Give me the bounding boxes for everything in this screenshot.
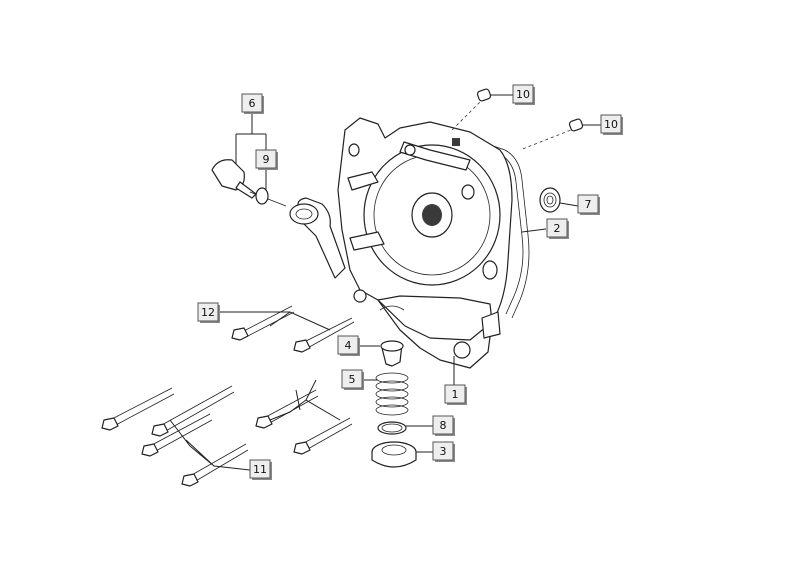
callout-11: 11 xyxy=(249,459,272,480)
callout-1: 1 xyxy=(444,384,467,405)
callout-9: 9 xyxy=(255,149,278,170)
callout-10-top-text: 10 xyxy=(516,88,530,101)
callout-1-text: 1 xyxy=(452,388,459,401)
callout-7-text: 7 xyxy=(585,198,592,211)
oil-strainer xyxy=(380,340,404,367)
callout-10-right: 10 xyxy=(600,114,623,135)
callout-10-top: 10 xyxy=(512,84,535,105)
crankcase-cover xyxy=(289,117,530,369)
callout-2: 2 xyxy=(546,218,569,239)
callout-9-text: 9 xyxy=(263,153,270,166)
o-ring xyxy=(377,421,407,435)
callout-12-text: 12 xyxy=(201,306,215,319)
dowel-pin-right xyxy=(568,118,584,132)
callout-10-right-text: 10 xyxy=(604,118,618,131)
callout-7: 7 xyxy=(577,194,600,215)
callout-3: 3 xyxy=(432,441,455,462)
drain-plug xyxy=(371,441,417,468)
callout-4-text: 4 xyxy=(345,339,352,352)
callout-4: 4 xyxy=(337,335,360,356)
callout-11-text: 11 xyxy=(253,463,267,476)
callout-2-text: 2 xyxy=(554,222,561,235)
callout-3-text: 3 xyxy=(440,445,447,458)
bolt-set xyxy=(101,305,355,487)
callout-5-text: 5 xyxy=(349,373,356,386)
callout-6: 6 xyxy=(241,93,264,114)
callout-6-text: 6 xyxy=(249,97,256,110)
oil-seal xyxy=(539,187,561,213)
callout-8: 8 xyxy=(432,415,455,436)
dowel-pin-top xyxy=(476,88,492,102)
callout-8-text: 8 xyxy=(440,419,447,432)
oil-dipstick xyxy=(211,159,287,207)
callout-12: 12 xyxy=(197,302,220,323)
callout-5: 5 xyxy=(341,369,364,390)
spring xyxy=(375,372,409,416)
